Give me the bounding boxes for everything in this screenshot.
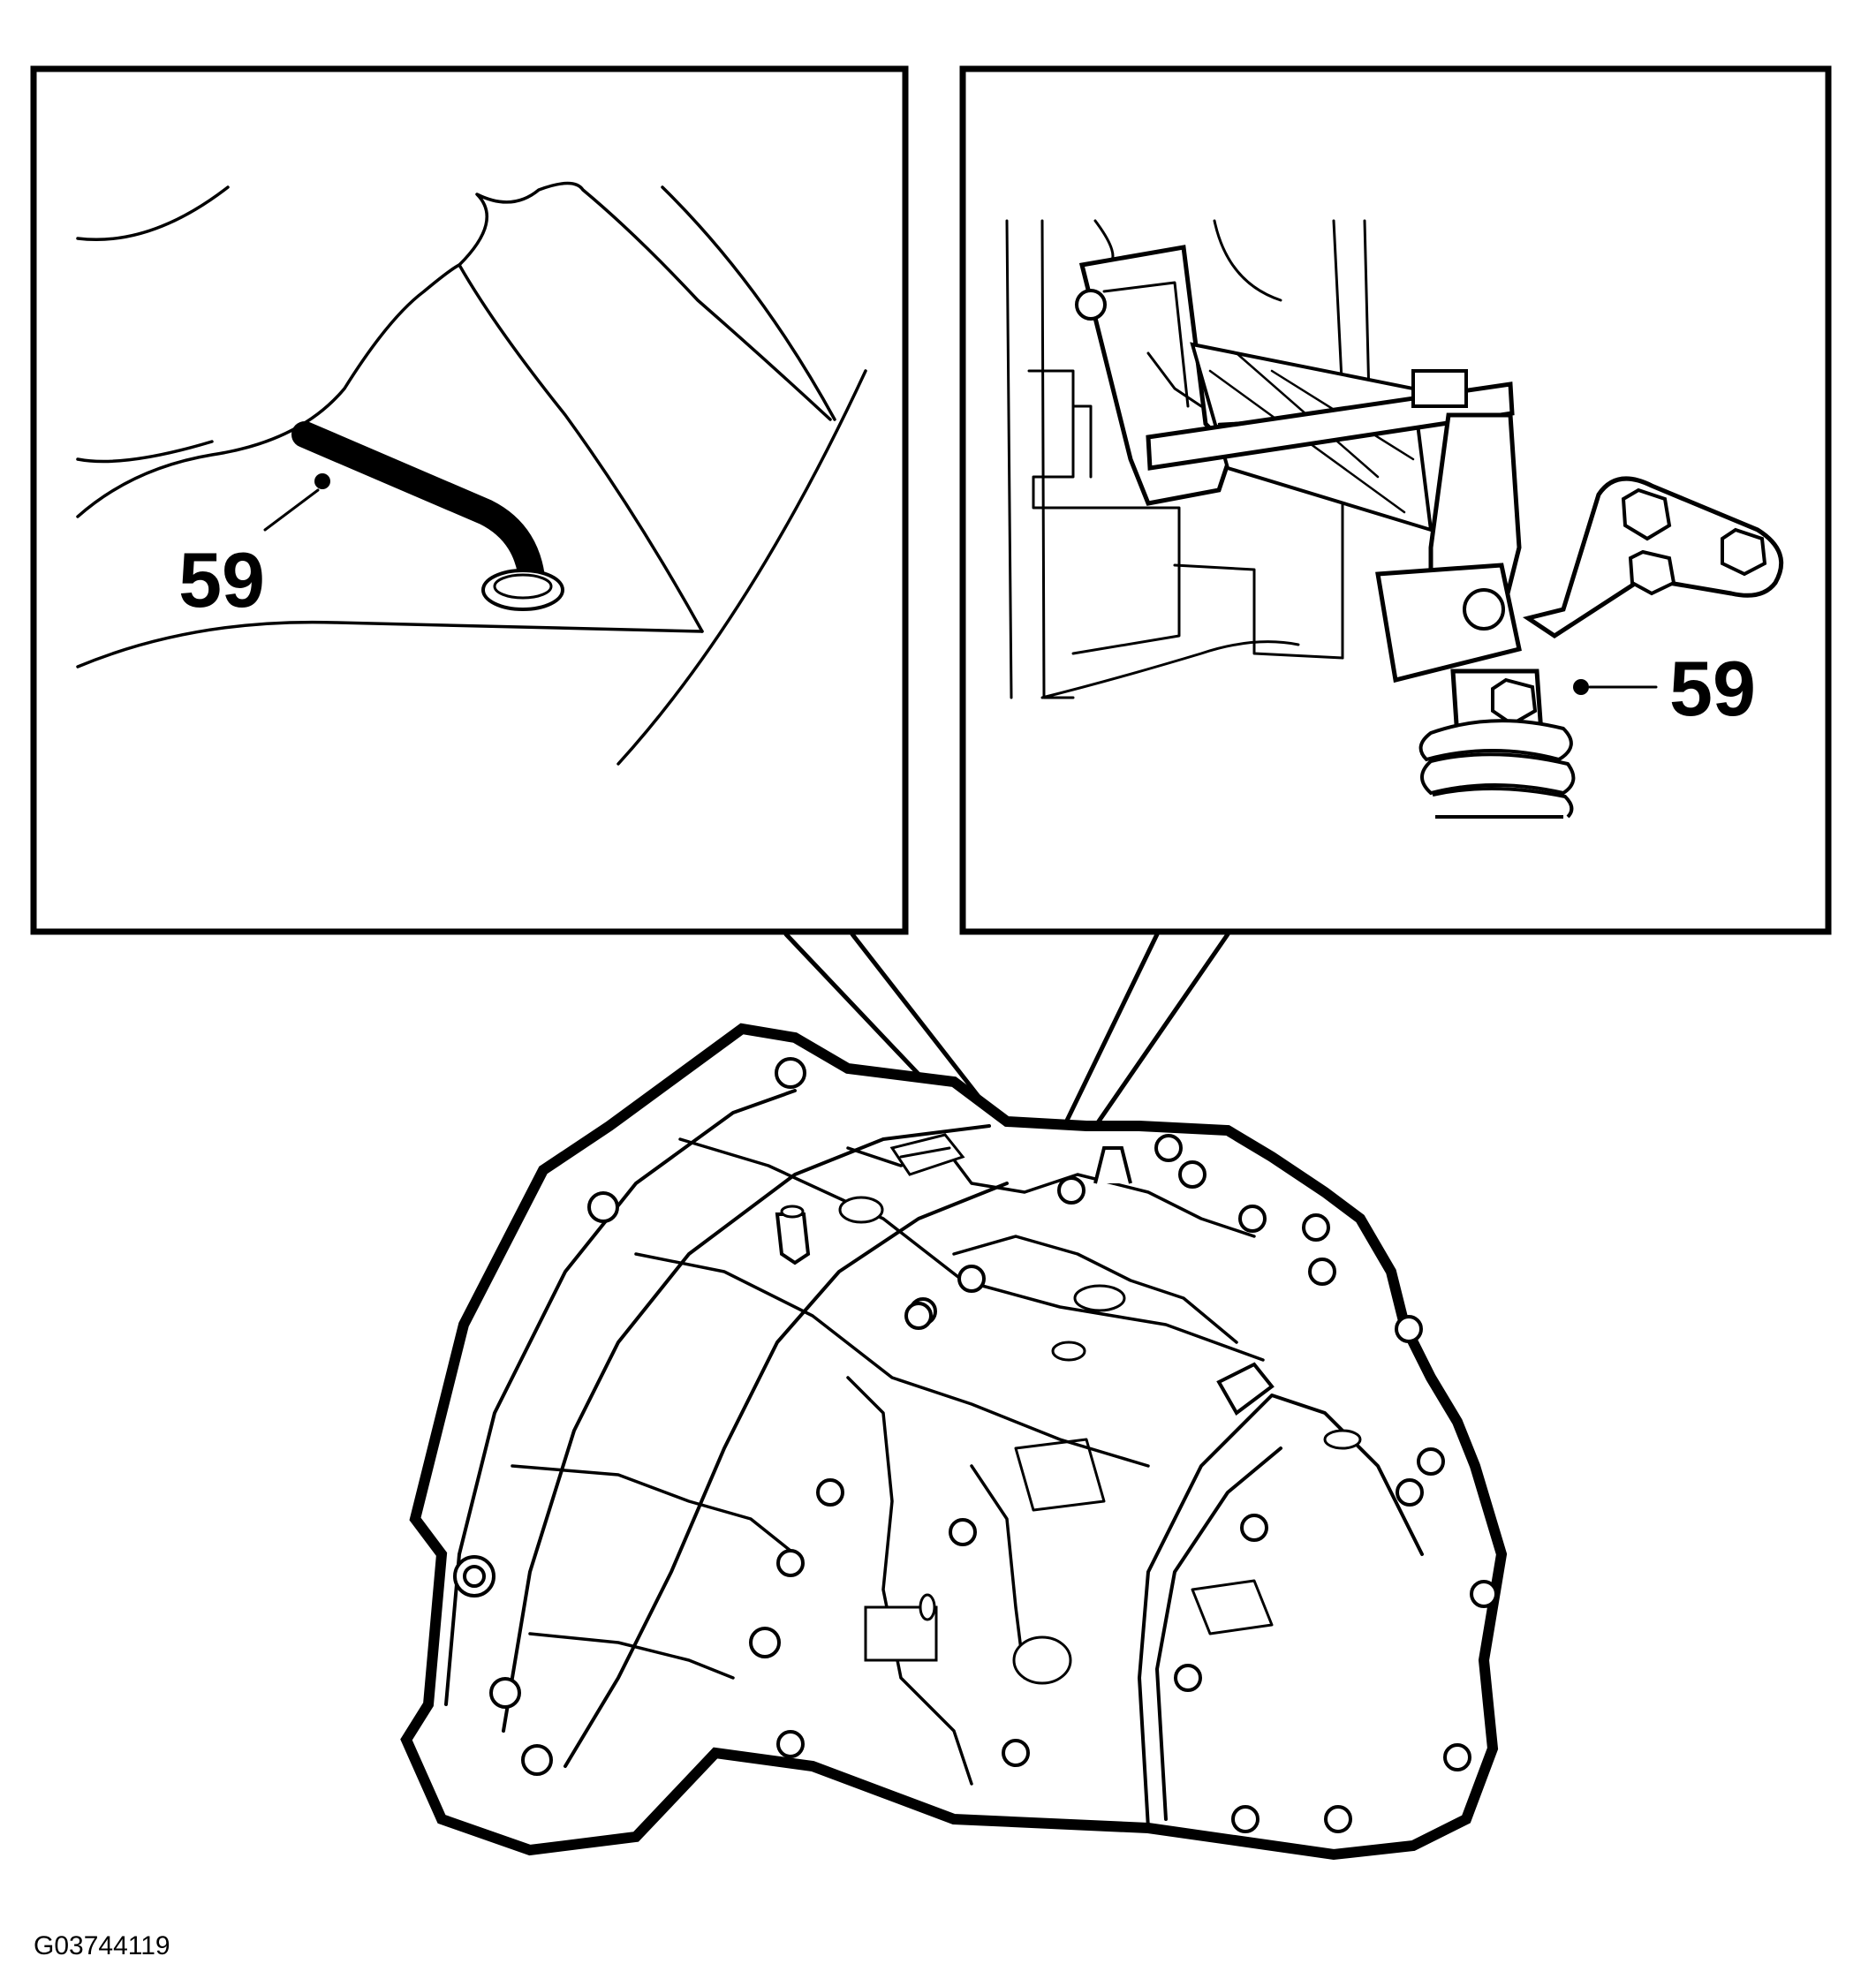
bolt-icon	[1308, 1258, 1336, 1286]
callout-leader	[263, 488, 320, 532]
housing-contour	[76, 440, 214, 464]
housing-contour	[458, 181, 832, 421]
housing-contour	[617, 369, 867, 766]
case-bolts	[453, 1057, 1498, 1833]
housing-contour	[1213, 219, 1282, 302]
bolt-icon-inner	[463, 1565, 486, 1588]
rear-cover-inner	[1155, 1446, 1282, 1821]
callout-label-right: 59	[1669, 645, 1756, 732]
bolt-icon	[489, 1677, 521, 1709]
bolt-icon	[1324, 1805, 1352, 1833]
left-detail-panel: 59	[30, 65, 909, 935]
case-rib	[970, 1464, 1026, 1680]
hex-bolt-icon	[1628, 549, 1676, 596]
housing-contour	[1363, 219, 1371, 399]
bolt-icon	[776, 1549, 805, 1577]
top-pad-line	[899, 1146, 951, 1159]
rod-clamp	[1411, 369, 1468, 408]
bolt-icon	[1470, 1580, 1498, 1608]
transmission-assembly	[400, 1023, 1508, 1861]
housing-contour	[76, 263, 461, 518]
bolt-icon	[1395, 1315, 1423, 1343]
rubber-boot-rib	[1418, 719, 1573, 762]
bolt-icon	[904, 1302, 933, 1330]
bolt-icon	[1174, 1664, 1202, 1692]
housing-contour	[1005, 219, 1013, 699]
hex-bolt-icon	[1621, 487, 1672, 541]
housing-contour	[1173, 563, 1344, 660]
rubber-boot-rib	[1432, 786, 1574, 819]
housing-outline	[400, 1023, 1508, 1861]
case-seam	[564, 1182, 1009, 1768]
case-rib	[511, 1464, 797, 1556]
housing-contour	[1071, 404, 1093, 479]
case-rib	[528, 1632, 735, 1680]
bolt-icon	[1396, 1478, 1424, 1507]
bolt-icon	[816, 1478, 844, 1507]
shift-shaft-stub	[1216, 1362, 1275, 1416]
bolt-icon	[1075, 289, 1107, 321]
bolt-icon	[1178, 1160, 1207, 1189]
housing-contour	[76, 620, 704, 668]
bolt-icon	[1463, 588, 1505, 631]
case-pad	[1014, 1438, 1106, 1512]
case-boss	[1051, 1341, 1086, 1362]
bolt-icon	[1302, 1213, 1330, 1242]
shift-lever-edge	[1146, 351, 1203, 408]
bolt-icon	[1417, 1447, 1445, 1476]
bolt-icon	[521, 1744, 553, 1776]
figure-id: G03744119	[34, 1931, 170, 1960]
case-boss	[919, 1593, 936, 1621]
top-pad	[889, 1133, 965, 1176]
case-pad	[1191, 1579, 1274, 1635]
housing-contour	[458, 263, 704, 633]
callout-label-left: 59	[178, 536, 265, 623]
bolt-icon	[1002, 1739, 1030, 1767]
bolt-icon	[1154, 1134, 1183, 1162]
bolt-icon	[1240, 1514, 1268, 1542]
case-rib	[846, 1376, 973, 1786]
pointer-line-right-b	[1084, 932, 1230, 1142]
case-boss	[1323, 1429, 1362, 1450]
bolt-icon	[775, 1057, 806, 1089]
rubber-boot-rib	[1420, 752, 1576, 796]
case-boss	[1012, 1635, 1072, 1685]
shift-lever-edge	[1102, 281, 1190, 408]
bell-housing-rim	[444, 1089, 797, 1706]
housing-contour	[76, 185, 230, 242]
hex-bolt-icon	[1721, 527, 1767, 577]
case-boss	[838, 1196, 884, 1224]
housing-contour	[661, 185, 836, 421]
shift-tower	[1093, 1146, 1132, 1184]
case-rib	[952, 1235, 1238, 1344]
pipe-fitting-inner	[493, 573, 553, 600]
breather-cap	[780, 1205, 805, 1219]
breather-stud	[775, 1212, 811, 1265]
bolt-icon	[1238, 1205, 1267, 1233]
bolt-icon	[587, 1191, 619, 1223]
bolt-icon	[749, 1627, 781, 1658]
pointer-line-right-a	[1062, 932, 1160, 1129]
bolt-icon	[949, 1518, 977, 1546]
callout-dot	[1573, 679, 1589, 695]
bolt-icon	[1443, 1743, 1471, 1771]
bolt-icon	[957, 1265, 986, 1293]
bolt-icon	[1057, 1176, 1086, 1205]
housing-contour	[1040, 640, 1300, 699]
right-detail-panel: 59	[959, 65, 1832, 935]
rear-cover-seam	[1138, 1394, 1424, 1830]
bolt-icon	[776, 1730, 805, 1758]
case-boss	[1073, 1284, 1126, 1312]
bolt-icon	[1231, 1805, 1259, 1833]
case-rib	[634, 1252, 1150, 1468]
bell-housing-inner	[502, 1124, 991, 1733]
callout-dot	[314, 473, 330, 489]
housing-contour	[1027, 369, 1181, 655]
